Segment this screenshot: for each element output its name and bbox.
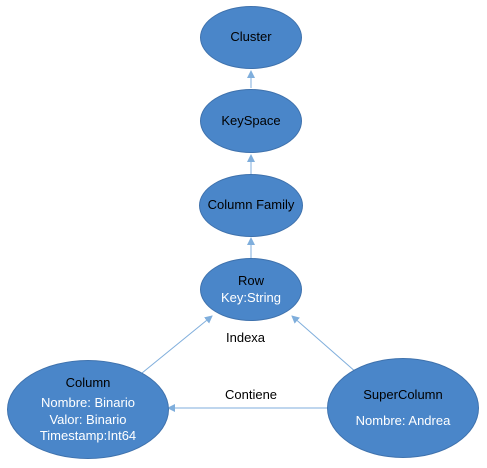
node-super-column: SuperColumn Nombre: Andrea — [327, 358, 479, 458]
edge-supercolumn-to-row — [291, 315, 358, 374]
node-row: Row Key:String — [200, 258, 302, 321]
node-column-line: Timestamp:Int64 — [39, 427, 137, 443]
edge-label-contiene: Contiene — [225, 387, 278, 402]
node-super-column-title: SuperColumn — [363, 386, 443, 402]
node-keyspace-title: KeySpace — [221, 112, 281, 128]
node-column-title: Column — [65, 375, 111, 390]
node-row-title: Row — [237, 273, 264, 289]
node-row-subtitle: Key:String — [221, 289, 281, 305]
edge-label-indexa: Indexa — [226, 330, 266, 345]
node-column-line: Nombre: Binario — [41, 395, 135, 411]
node-super-column-line: Nombre: Andrea — [355, 413, 451, 428]
node-cluster: Cluster — [200, 6, 302, 69]
node-cluster-title: Cluster — [230, 29, 272, 45]
node-keyspace: KeySpace — [200, 89, 302, 153]
node-column-line: Valor: Binario — [49, 411, 127, 427]
node-column-family-title: Column Family — [207, 197, 295, 213]
edge-column-to-row — [141, 315, 213, 374]
node-column: Column Nombre: Binario Valor: Binario Ti… — [7, 360, 169, 459]
node-column-family: Column Family — [199, 174, 303, 237]
